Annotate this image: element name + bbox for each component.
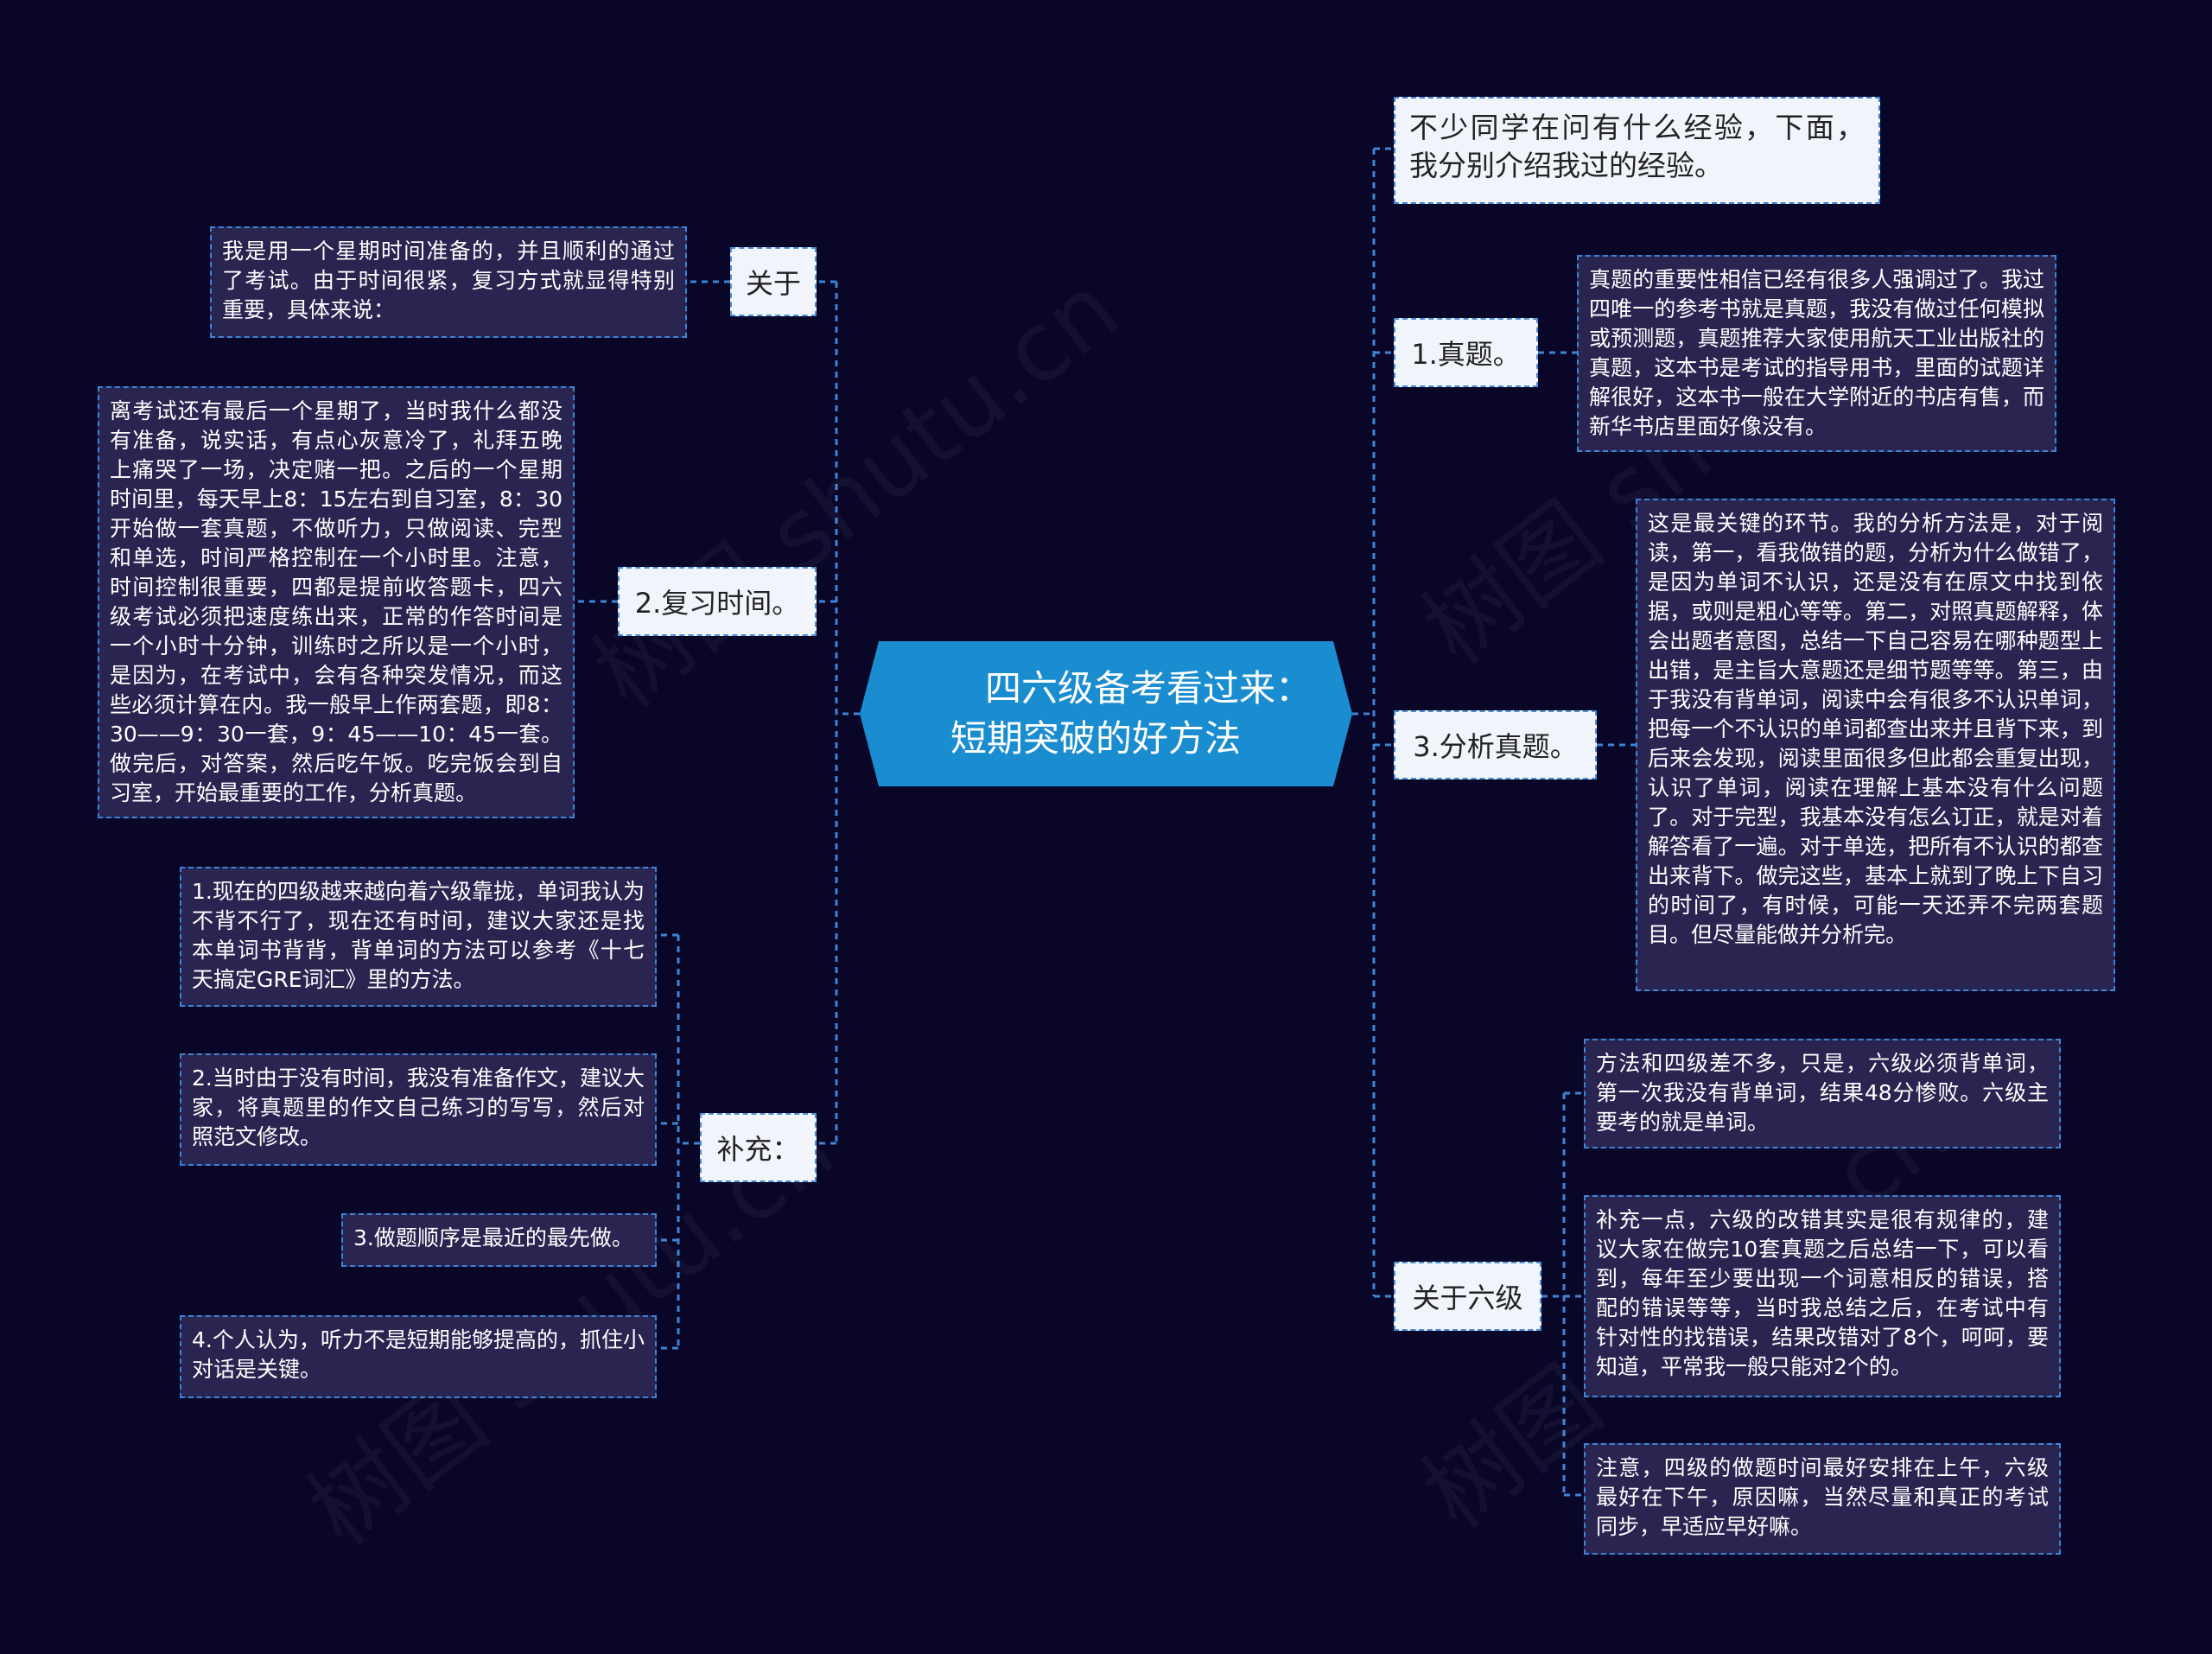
central-topic-title: 四六级备考看过来：短期突破的好方法 — [950, 667, 1313, 760]
leaf-supplement-4: 4.个人认为，听力不是短期能够提高的，抓住小对话是关键。 — [180, 1315, 657, 1398]
leaf-supplement-3: 3.做题顺序是最近的最先做。 — [341, 1213, 657, 1267]
leaf-supplement-1: 1.现在的四级越来越向着六级靠拢，单词我认为不背不行了，现在还有时间，建议大家还… — [180, 867, 657, 1007]
branch-analyze-exams[interactable]: 3.分析真题。 — [1394, 710, 1597, 779]
branch-guanyu[interactable]: 关于 — [730, 247, 817, 316]
branch-supplement[interactable]: 补充： — [700, 1113, 817, 1182]
leaf-intro: 不少同学在问有什么经验，下面，我分别介绍我过的经验。 — [1394, 97, 1880, 204]
leaf-review-time: 离考试还有最后一个星期了，当时我什么都没有准备，说实话，有点心灰意冷了，礼拜五晚… — [98, 386, 575, 818]
branch-real-exams[interactable]: 1.真题。 — [1394, 318, 1538, 387]
branch-cet6[interactable]: 关于六级 — [1394, 1262, 1541, 1331]
leaf-real-exams: 真题的重要性相信已经有很多人强调过了。我过四唯一的参考书就是真题，我没有做过任何… — [1577, 255, 2056, 452]
leaf-cet6-3: 注意，四级的做题时间最好安排在上午，六级最好在下午，原因嘛，当然尽量和真正的考试… — [1584, 1443, 2061, 1555]
leaf-cet6-2: 补充一点，六级的改错其实是很有规律的，建议大家在做完10套真题之后总结一下，可以… — [1584, 1195, 2061, 1397]
branch-review-time[interactable]: 2.复习时间。 — [618, 567, 817, 636]
leaf-guanyu: 我是用一个星期时间准备的，并且顺利的通过了考试。由于时间很紧，复习方式就显得特别… — [210, 226, 687, 338]
central-topic[interactable]: 四六级备考看过来：短期突破的好方法 — [860, 641, 1352, 786]
leaf-analyze-exams: 这是最关键的环节。我的分析方法是，对于阅读，第一，看我做错的题，分析为什么做错了… — [1636, 499, 2115, 991]
leaf-supplement-2: 2.当时由于没有时间，我没有准备作文，建议大家，将真题里的作文自己练习的写写，然… — [180, 1053, 657, 1166]
leaf-cet6-1: 方法和四级差不多，只是，六级必须背单词，第一次我没有背单词，结果48分惨败。六级… — [1584, 1039, 2061, 1148]
